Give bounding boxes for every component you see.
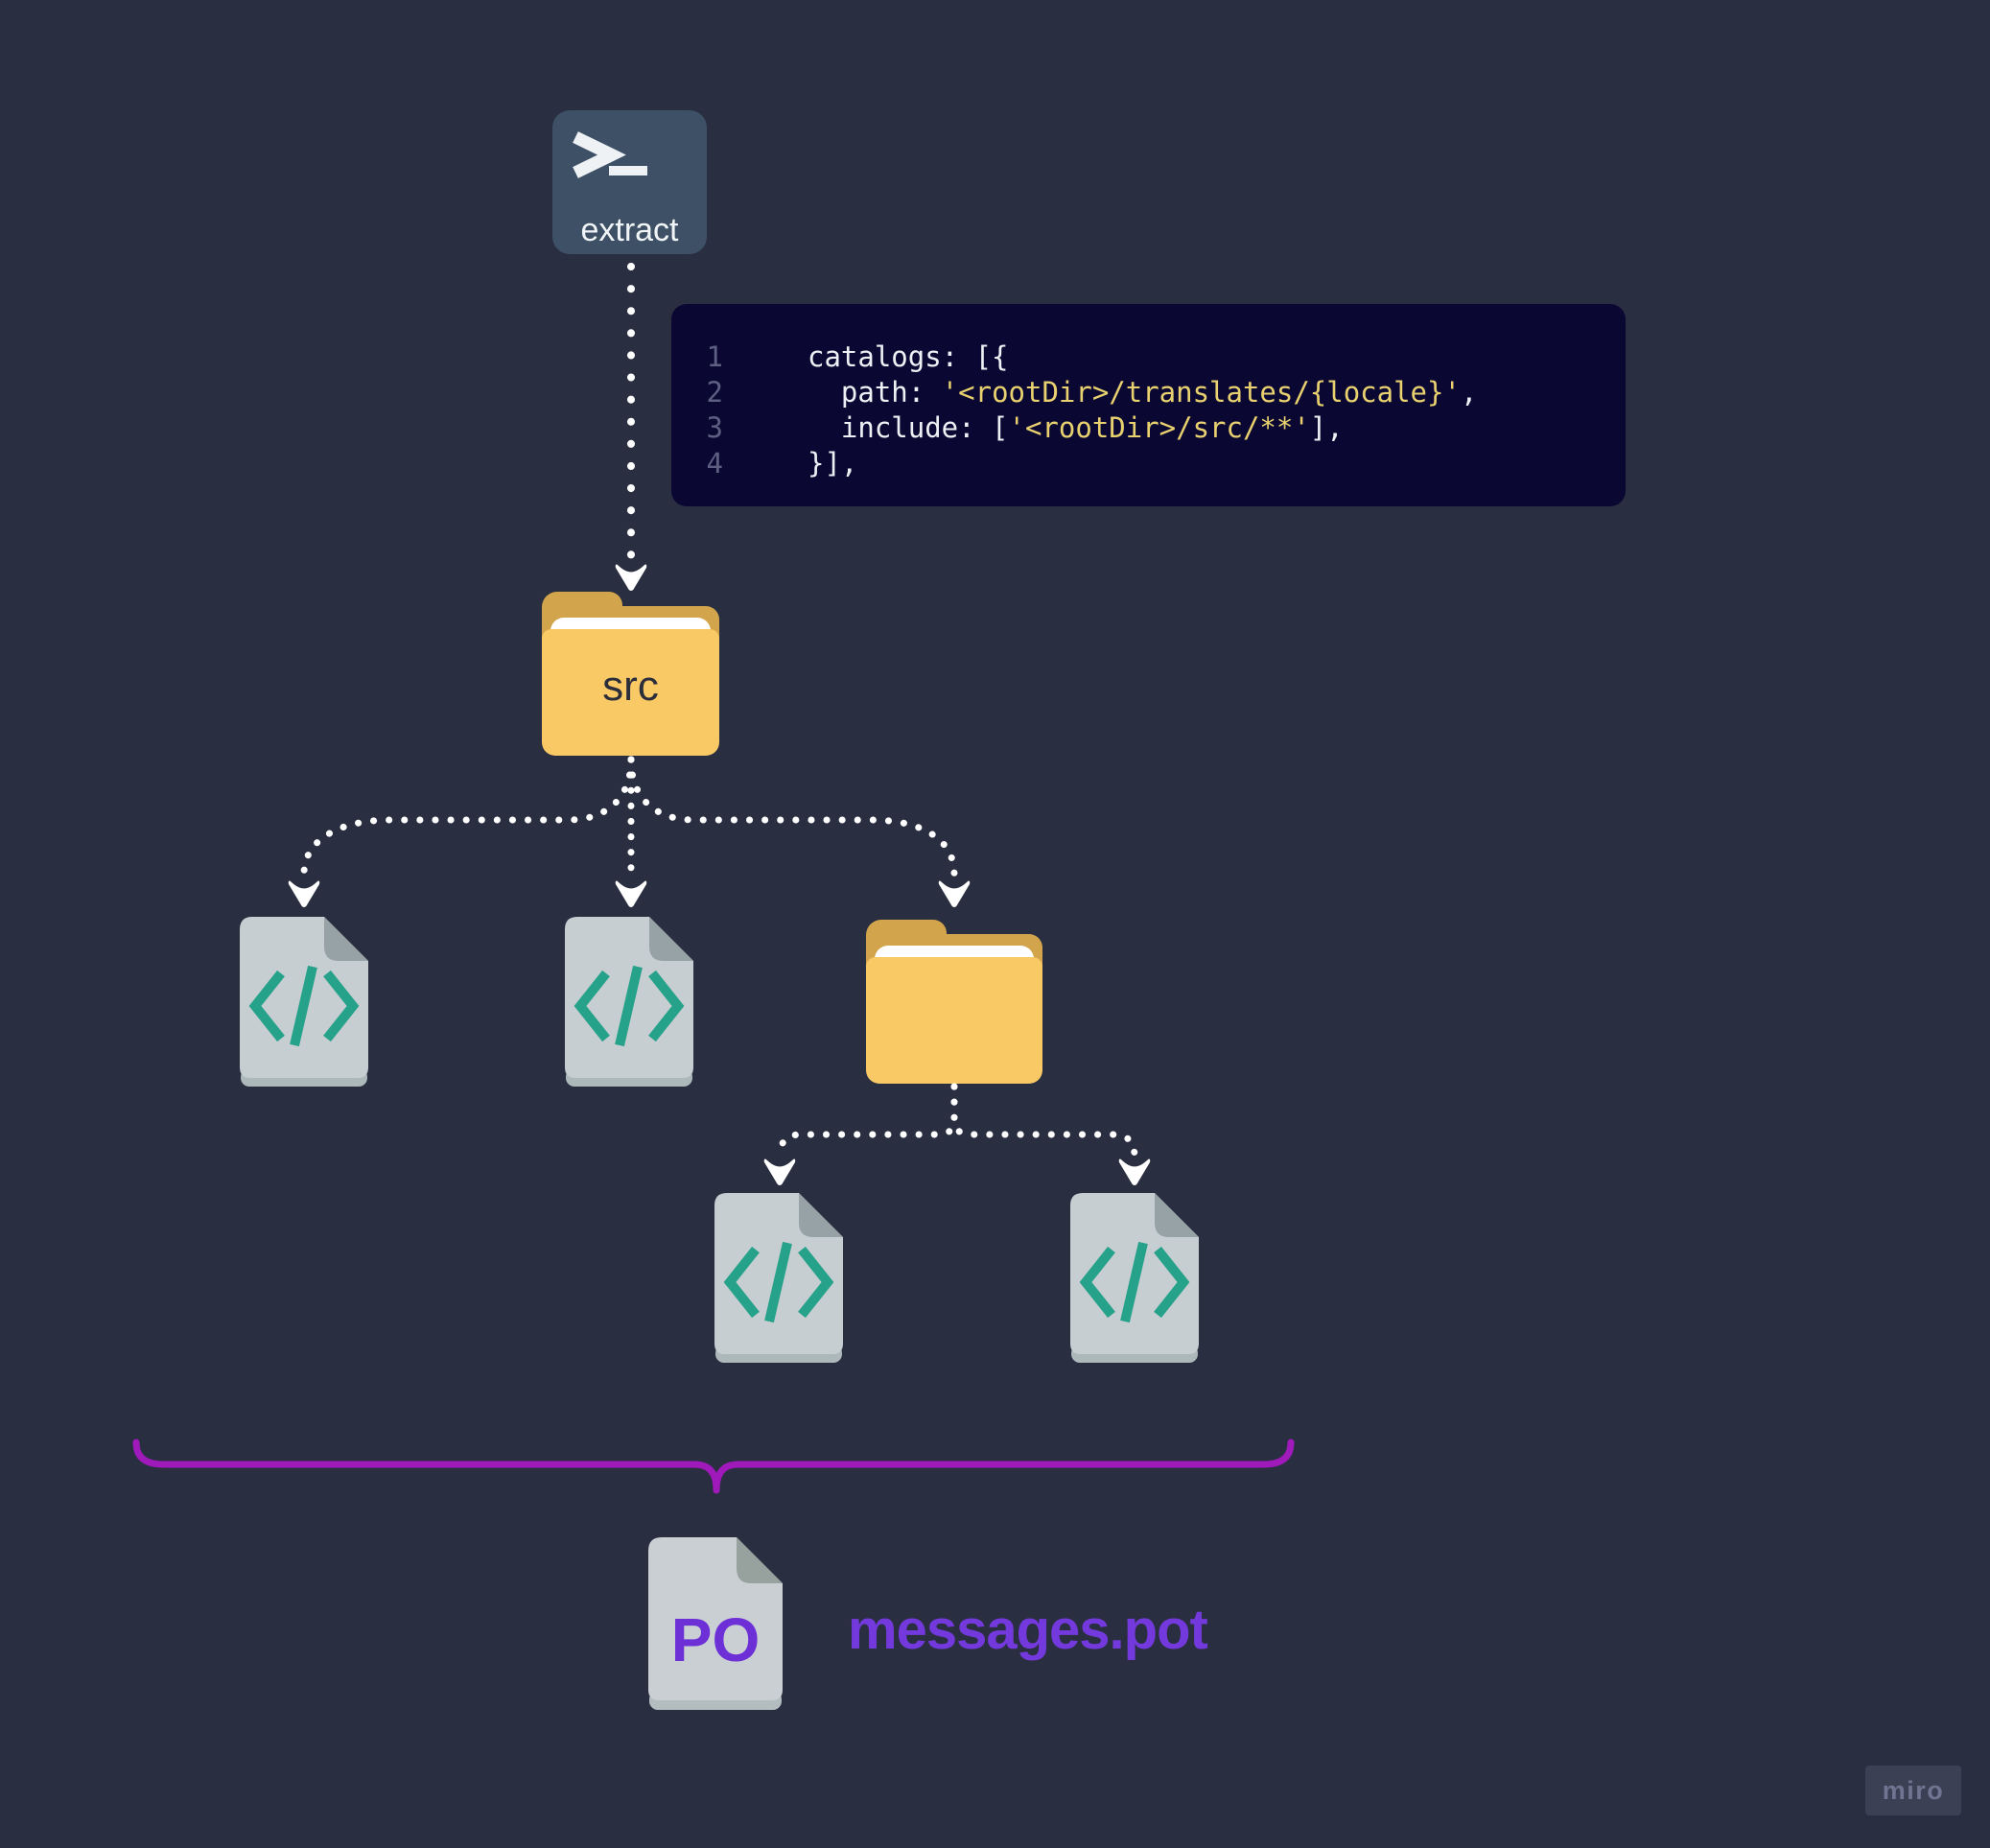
code-file-2[interactable] [565, 917, 693, 1087]
arrowhead-icon [615, 564, 647, 591]
src-folder[interactable]: src [542, 592, 719, 756]
arrowhead-icon [763, 1158, 796, 1185]
page-fold [737, 1537, 783, 1583]
code-text: include: ['<rootDir>/src/**'], [808, 411, 1344, 444]
line-number: 2 [706, 376, 723, 409]
po-file-label: PO [671, 1605, 760, 1674]
code-text: }], [808, 447, 858, 480]
code-file-4[interactable] [1070, 1193, 1199, 1363]
code-line: 4 }], [671, 446, 1626, 481]
page-fold [649, 917, 693, 961]
arrowhead-icon [615, 880, 647, 907]
code-file-icon [1079, 1241, 1190, 1323]
code-line: 2 path: '<rootDir>/translates/{locale}', [671, 375, 1626, 410]
terminal-prompt-icon [573, 131, 647, 178]
folder-front: src [542, 629, 719, 756]
line-number: 3 [706, 411, 723, 444]
output-filename[interactable]: messages.pot [848, 1599, 1208, 1661]
arrowhead-icon [288, 880, 320, 907]
code-line: 3 include: ['<rootDir>/src/**'], [671, 410, 1626, 446]
connector-extract-to-src [627, 263, 635, 560]
code-file-icon [248, 965, 360, 1047]
code-file-icon [574, 965, 685, 1047]
code-file-icon [723, 1241, 834, 1323]
code-file-3[interactable] [714, 1193, 843, 1363]
line-number: 4 [706, 447, 723, 480]
subfolder[interactable] [866, 920, 1042, 1084]
connector-subfolder-to-children [776, 1083, 1138, 1160]
code-text: catalogs: [{ [808, 340, 1009, 373]
page-fold [1155, 1193, 1199, 1237]
terminal-label: extract [580, 212, 679, 248]
arrowhead-icon [938, 880, 971, 907]
code-line: 1 catalogs: [{ [671, 339, 1626, 375]
extract-terminal-node[interactable]: extract [552, 110, 707, 254]
connector-src-to-children [300, 756, 958, 879]
gathering-brace [132, 1439, 1295, 1494]
line-number: 1 [706, 340, 723, 373]
page-fold [324, 917, 368, 961]
page-fold [799, 1193, 843, 1237]
miro-watermark-label: miro [1882, 1775, 1945, 1805]
po-file[interactable]: PO [648, 1537, 783, 1710]
arrowhead-icon [1118, 1158, 1151, 1185]
code-file-1[interactable] [240, 917, 368, 1087]
miro-watermark[interactable]: miro [1865, 1766, 1961, 1815]
folder-front [866, 957, 1042, 1084]
code-text: path: '<rootDir>/translates/{locale}', [808, 376, 1478, 409]
src-folder-label: src [602, 663, 659, 710]
config-code-snippet[interactable]: 1 catalogs: [{ 2 path: '<rootDir>/transl… [671, 304, 1626, 506]
